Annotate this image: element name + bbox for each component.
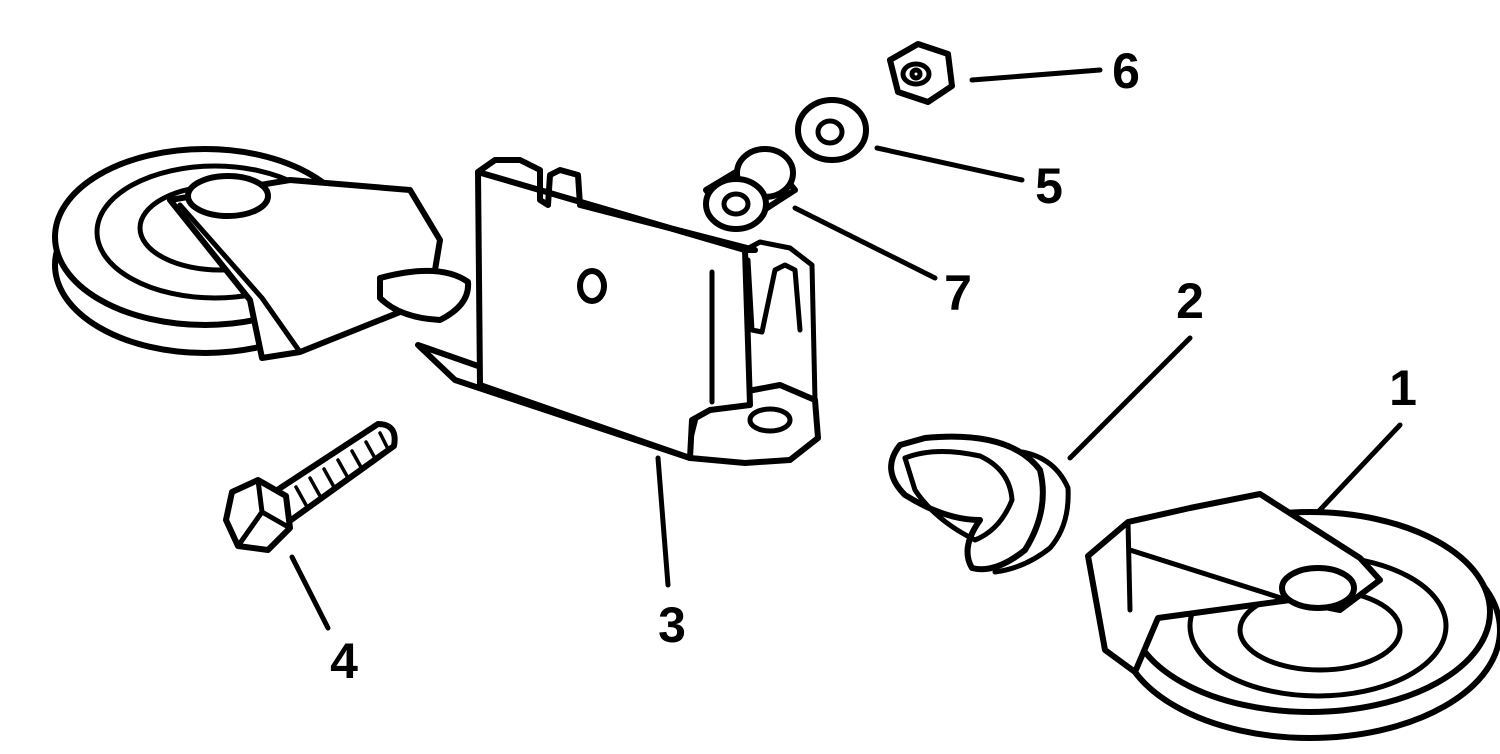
callout-1: 1: [1389, 360, 1417, 416]
leader-lines: [289, 67, 1403, 631]
leader-line-2: [1067, 335, 1193, 461]
bracket: [415, 157, 821, 466]
retaining-clip: [888, 433, 1071, 575]
callout-labels: 1 2 3 4 5 6 7: [330, 43, 1417, 689]
leader-line-7: [792, 205, 938, 281]
leader-line-5: [874, 145, 1025, 183]
spacer: [703, 146, 798, 232]
callout-5: 5: [1035, 158, 1063, 214]
callout-4: 4: [330, 633, 358, 689]
left-pulley: [52, 146, 472, 361]
leader-line-3: [655, 455, 671, 588]
right-pulley: [1085, 491, 1500, 741]
leader-line-6: [969, 67, 1103, 83]
washer: [795, 97, 869, 163]
callout-3: 3: [658, 597, 686, 653]
hex-nut: [887, 41, 955, 105]
leader-line-1: [1315, 422, 1403, 515]
hex-bolt: [223, 421, 398, 553]
callout-2: 2: [1176, 273, 1204, 329]
callout-6: 6: [1112, 43, 1140, 99]
callout-7: 7: [944, 265, 972, 321]
leader-line-4: [289, 554, 331, 631]
